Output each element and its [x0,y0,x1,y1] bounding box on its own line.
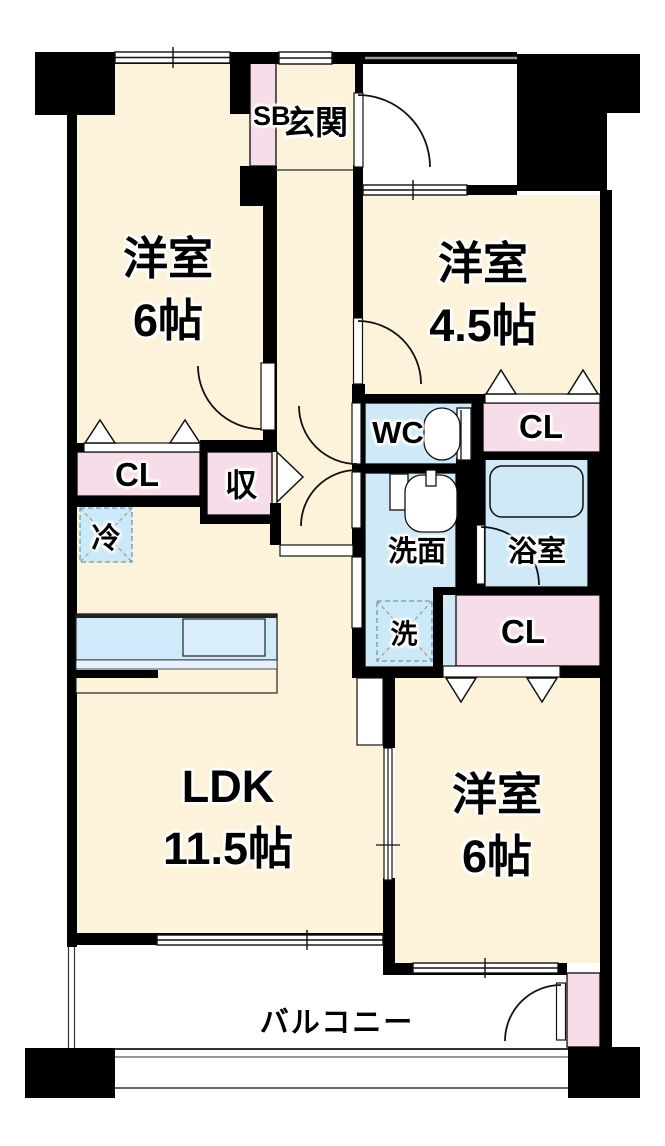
bedroom-nw-size: 6帖 [132,295,204,346]
ldk-label: LDK 11.5帖 [163,756,293,880]
bedroom-se-name: 洋室 [451,768,543,820]
closet-nw-label: CL [115,456,159,493]
bedroom-ne-label: 洋室 4.5帖 [429,233,537,357]
washing-machine-label: 洗 [390,619,418,650]
balcony-label: バルコニー [259,1007,415,1039]
balcony-railing [67,947,568,1089]
hall-storage-label: 収 [224,467,258,503]
washbasin-icon [389,469,458,533]
refrigerator-box [79,507,133,563]
ldk-size: 11.5帖 [162,823,294,874]
kitchen-counter [75,613,278,694]
washing-machine-box [376,600,433,662]
closet-ne-label: CL [519,408,563,445]
folding-door-symbols [83,368,600,704]
refrigerator-label: 冷 [91,523,121,555]
wc-label: WC [372,415,424,450]
bedroom-se-size: 6帖 [461,831,533,882]
windows [114,47,559,978]
bedroom-nw-name: 洋室 [122,232,214,284]
bedroom-ne-size: 4.5帖 [429,300,537,351]
door-leaves [83,92,601,1041]
bathroom-label: 浴室 [507,536,567,568]
bedroom-se-label: 洋室 6帖 [452,764,542,888]
toilet-icon [423,407,472,461]
entrance-label: 玄関 [282,104,348,141]
floor-fills [77,59,600,963]
bedroom-nw-label: 洋室 6帖 [123,228,213,352]
bathtub-icon [489,465,584,518]
door-arcs [197,94,562,1042]
bedroom-ne-name: 洋室 [437,237,528,289]
closet-se-label: CL [501,613,545,650]
ldk-name: LDK [181,760,275,812]
shoe-box-label: SB [253,100,291,131]
washroom-label: 洗面 [387,536,447,568]
